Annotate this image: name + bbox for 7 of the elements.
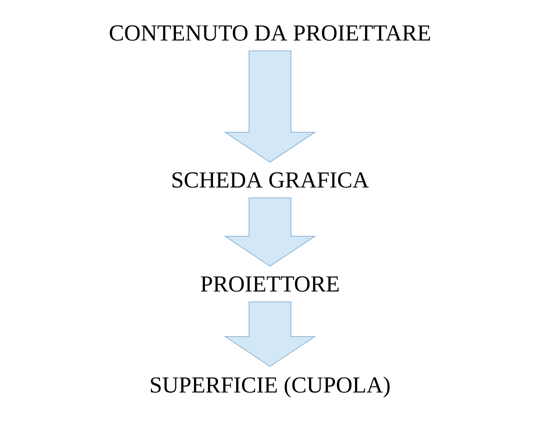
block-arrow: [224, 198, 316, 267]
text-label: PROIETTORE: [200, 276, 339, 292]
text-label: SCHEDA GRAFICA: [172, 172, 369, 188]
block-arrow: [224, 302, 316, 367]
text-label: CONTENUTO DA PROIETTARE: [110, 25, 430, 41]
block-arrow: [224, 50, 316, 163]
text-label: SUPERFICIE (CUPOLA): [150, 376, 390, 398]
